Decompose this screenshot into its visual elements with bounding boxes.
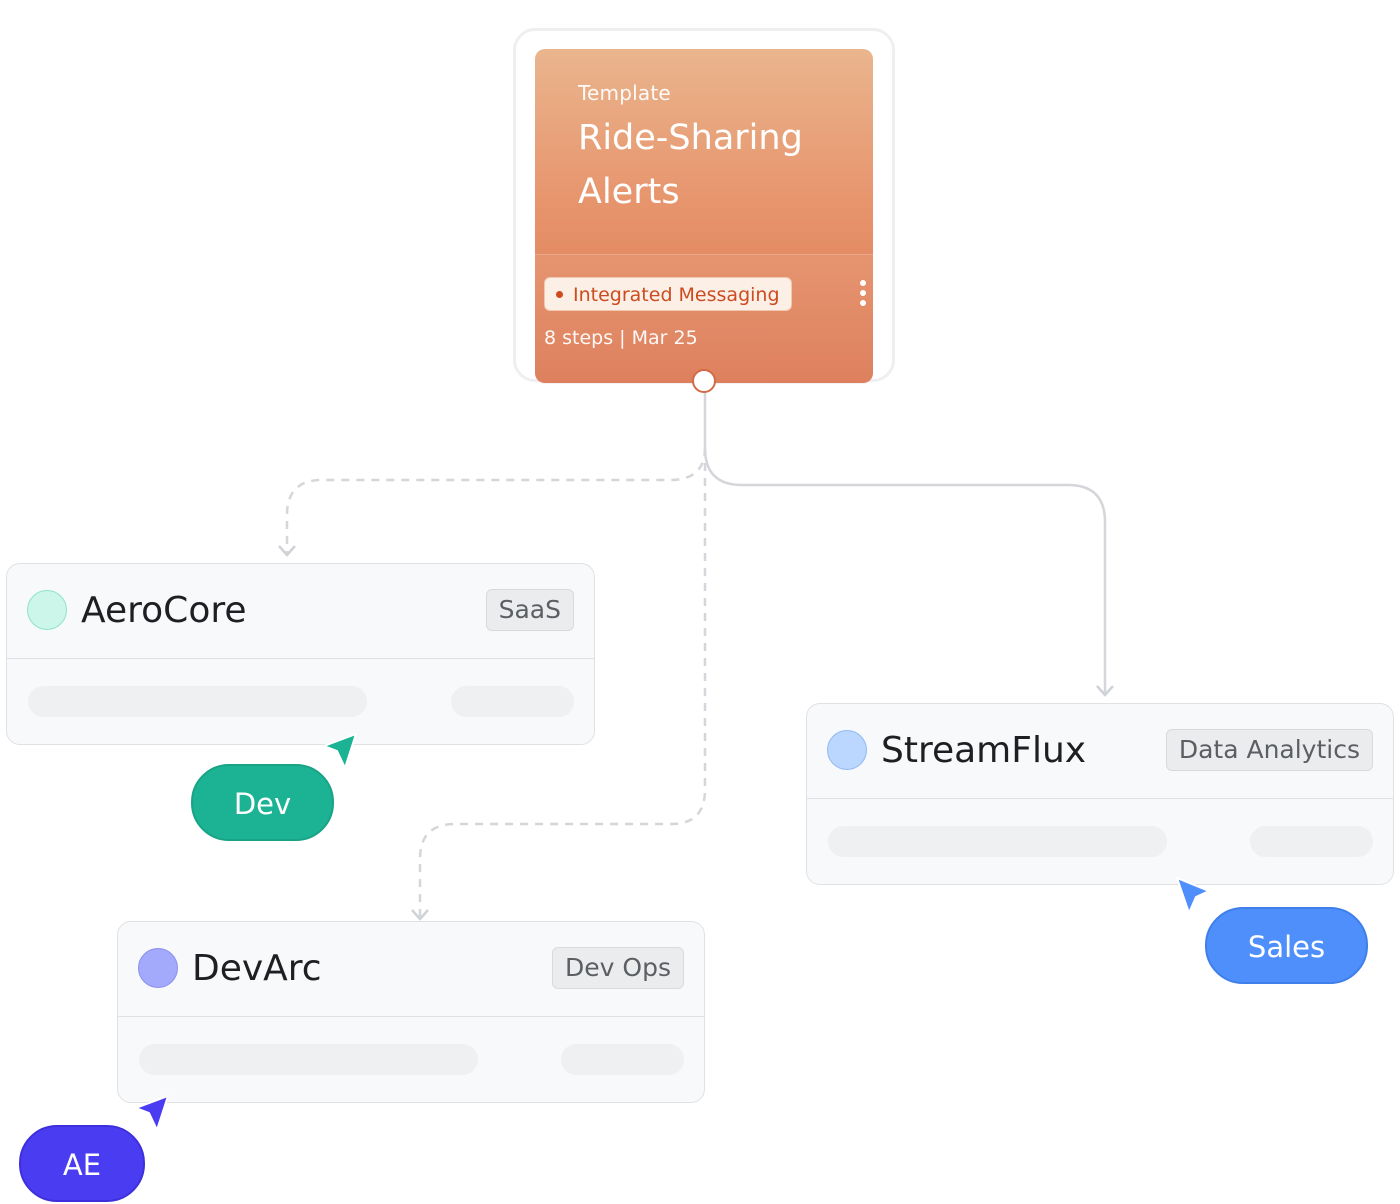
template-tag: Integrated Messaging [544,277,792,311]
company-badge: Dev Ops [552,947,684,989]
cursor-arrow-icon [1176,877,1210,914]
company-card-streamflux[interactable]: StreamFlux Data Analytics [806,703,1394,885]
template-meta: 8 steps | Mar 25 [544,327,698,349]
company-name: AeroCore [81,590,247,631]
card-divider [807,798,1393,799]
connector-streamflux [703,392,1107,694]
card-divider [118,1016,704,1017]
template-footer [535,255,873,383]
company-dot-icon [27,590,67,630]
company-dot-icon [138,948,178,988]
template-title: Ride-Sharing Alerts [578,118,803,212]
connection-port[interactable] [692,369,716,393]
cursor-label-ae: AE [19,1125,145,1202]
template-divider [535,254,873,255]
company-name: StreamFlux [881,730,1087,771]
skeleton-bar [828,826,1167,857]
skeleton-bar [1250,826,1373,857]
skeleton-bar [451,686,574,717]
connector-aerocore [285,447,707,553]
cursor-label-sales: Sales [1205,907,1368,984]
kebab-menu-icon[interactable] [856,278,870,312]
company-name: DevArc [192,948,322,989]
template-card[interactable]: Template Ride-Sharing Alerts Integrated … [535,49,873,383]
company-card-aerocore[interactable]: AeroCore SaaS [6,563,595,745]
skeleton-bar [28,686,367,717]
company-dot-icon [827,730,867,770]
template-kicker: Template [578,81,671,105]
cursor-label-dev: Dev [191,764,334,841]
skeleton-bar [139,1044,478,1075]
company-badge: SaaS [485,589,574,631]
cursor-arrow-icon [323,733,357,769]
cursor-arrow-icon [135,1095,169,1131]
company-card-devarc[interactable]: DevArc Dev Ops [117,921,705,1103]
company-badge: Data Analytics [1165,729,1373,771]
skeleton-bar [561,1044,684,1075]
card-divider [7,658,594,659]
